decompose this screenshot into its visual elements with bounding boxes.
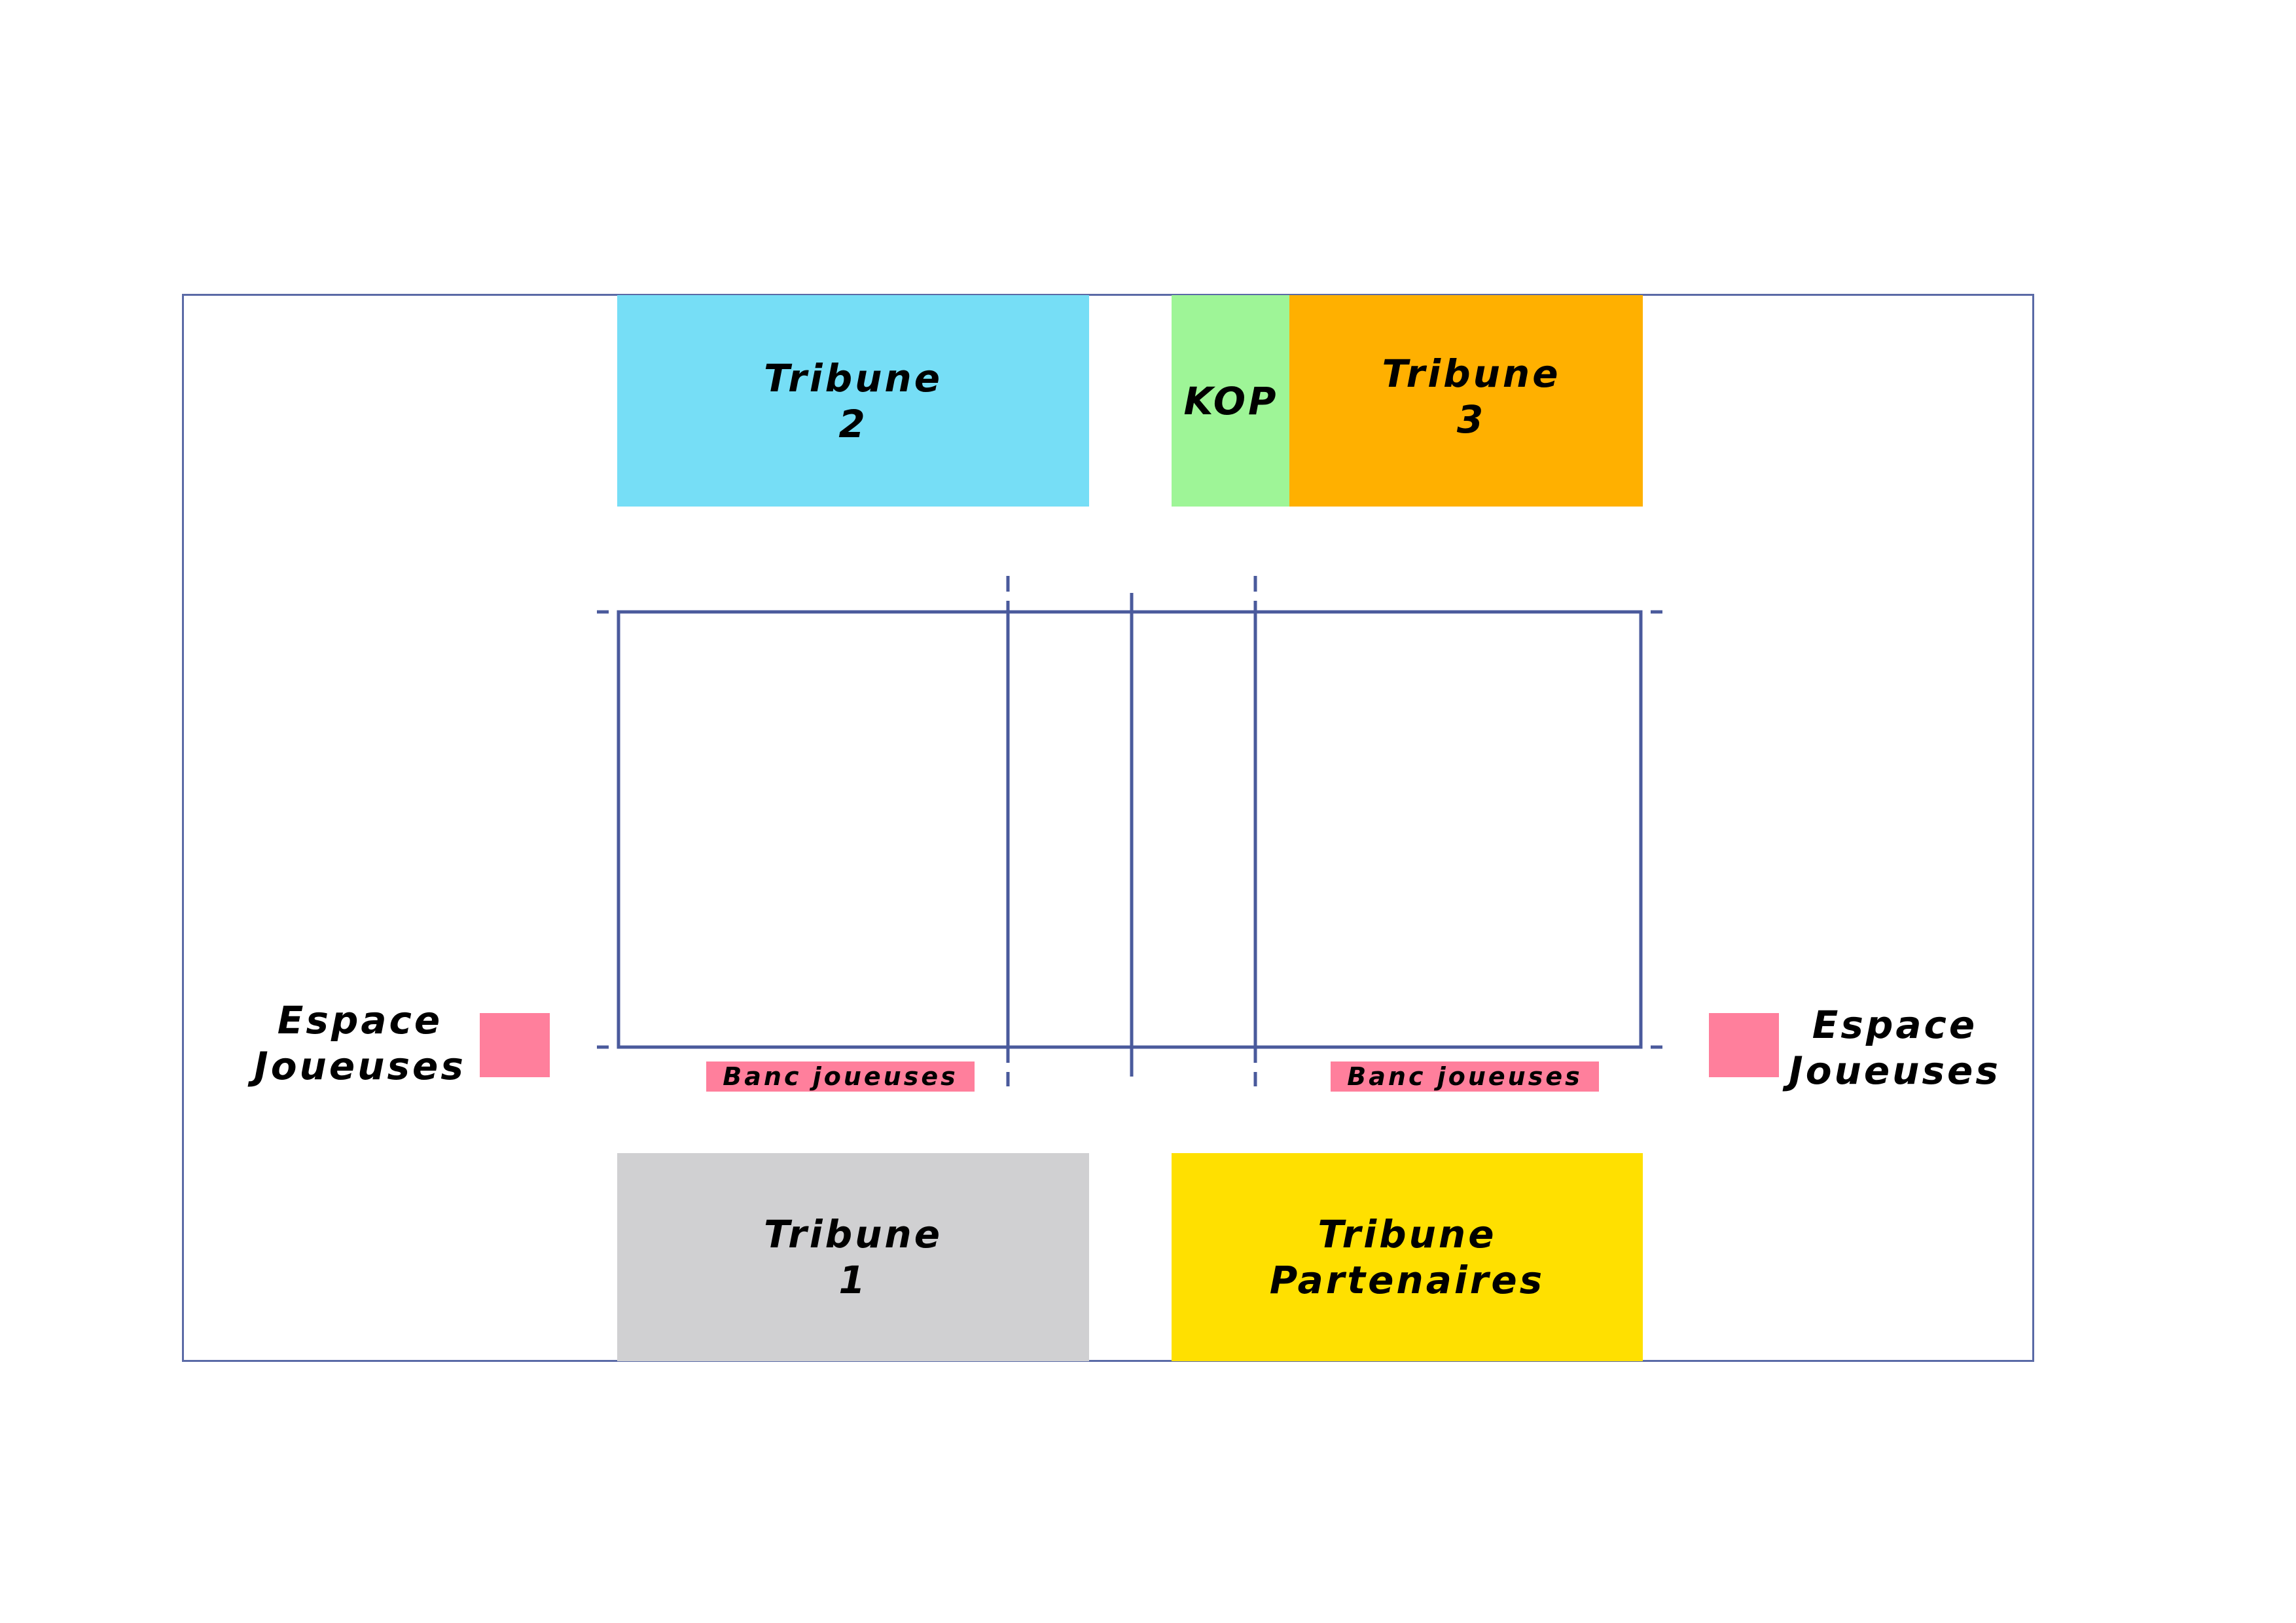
bench-left-label: Banc joueuses [723,1062,958,1091]
service-zone-marks [597,610,1662,1049]
bench-right-label: Banc joueuses [1347,1062,1583,1091]
venue-outline [182,294,2034,1362]
tribune-3[interactable]: Tribune 3 [1289,295,1643,507]
court-boundary [617,610,1643,1049]
tribune-partenaires[interactable]: Tribune Partenaires [1172,1153,1643,1361]
tribune-1-label: Tribune 1 [763,1212,943,1302]
espace-joueuses-right-pad[interactable] [1709,1013,1779,1077]
bench-left[interactable]: Banc joueuses [706,1061,975,1092]
tribune-1[interactable]: Tribune 1 [617,1153,1089,1361]
tribune-3-label: Tribune 3 [1382,351,1561,442]
espace-joueuses-right-label: Espace Joueuses [1789,1003,2001,1093]
kop-label: KOP [1183,378,1279,423]
attack-line-extensions [1006,576,1257,1086]
tribune-partenaires-label: Tribune Partenaires [1269,1212,1545,1302]
espace-joueuses-left-label: Espace Joueuses [254,998,466,1088]
court-lines [617,593,1643,1077]
tribune-2[interactable]: Tribune 2 [617,295,1089,507]
tribune-2-label: Tribune 2 [763,355,943,446]
kop-zone[interactable]: KOP [1172,295,1291,507]
espace-joueuses-left-pad[interactable] [480,1013,550,1077]
bench-right[interactable]: Banc joueuses [1331,1061,1599,1092]
